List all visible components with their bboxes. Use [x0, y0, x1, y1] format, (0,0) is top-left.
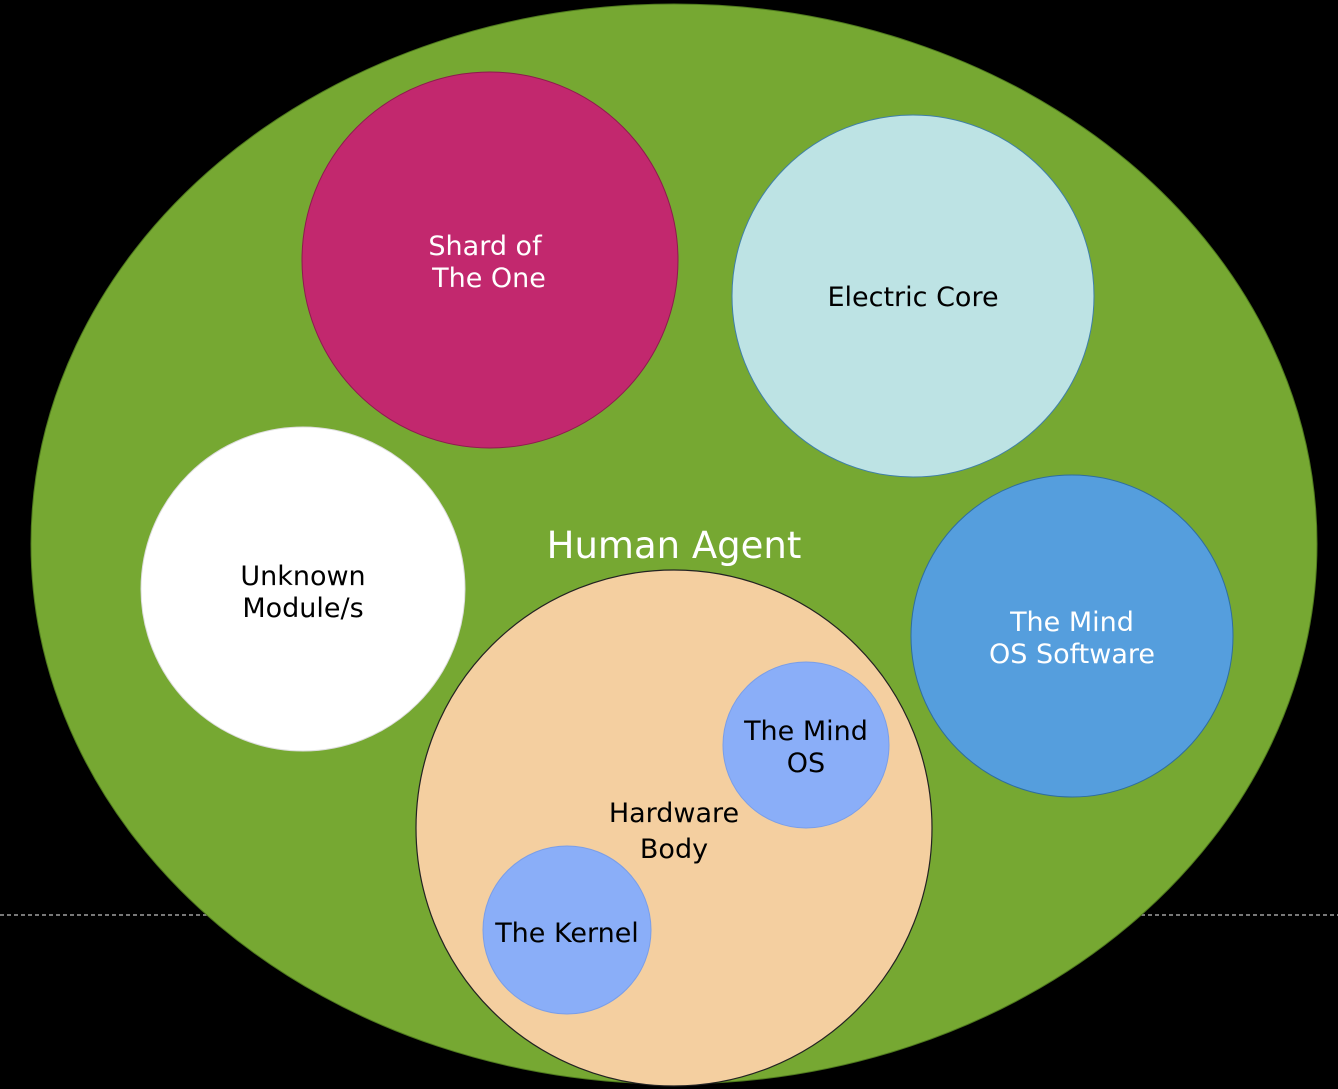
- mind-software-label-line2: OS Software: [989, 639, 1155, 670]
- mind-os-label-line1: The Mind: [743, 716, 868, 747]
- kernel-label: The Kernel: [494, 918, 639, 949]
- hardware-label-line1: Hardware: [609, 798, 739, 829]
- mind-os-label-line2: OS: [787, 748, 825, 779]
- unknown-label-line2: Module/s: [242, 593, 363, 624]
- mind-software-label-line1: The Mind: [1009, 607, 1134, 638]
- electric-core-label: Electric Core: [827, 282, 998, 313]
- unknown-modules-circle: [140, 426, 466, 752]
- human-agent-title: Human Agent: [547, 524, 802, 567]
- hardware-label-line2: Body: [640, 834, 708, 865]
- shard-of-the-one-circle: [301, 71, 679, 449]
- shard-label-line1: Shard of: [428, 231, 543, 262]
- electric-core-circle: [731, 114, 1095, 478]
- shard-label-line2: The One: [431, 263, 546, 294]
- mind-os-software-circle: [910, 474, 1234, 798]
- mind-os-circle: [722, 661, 890, 829]
- unknown-label-line1: Unknown: [240, 561, 365, 592]
- kernel-circle: [482, 845, 652, 1015]
